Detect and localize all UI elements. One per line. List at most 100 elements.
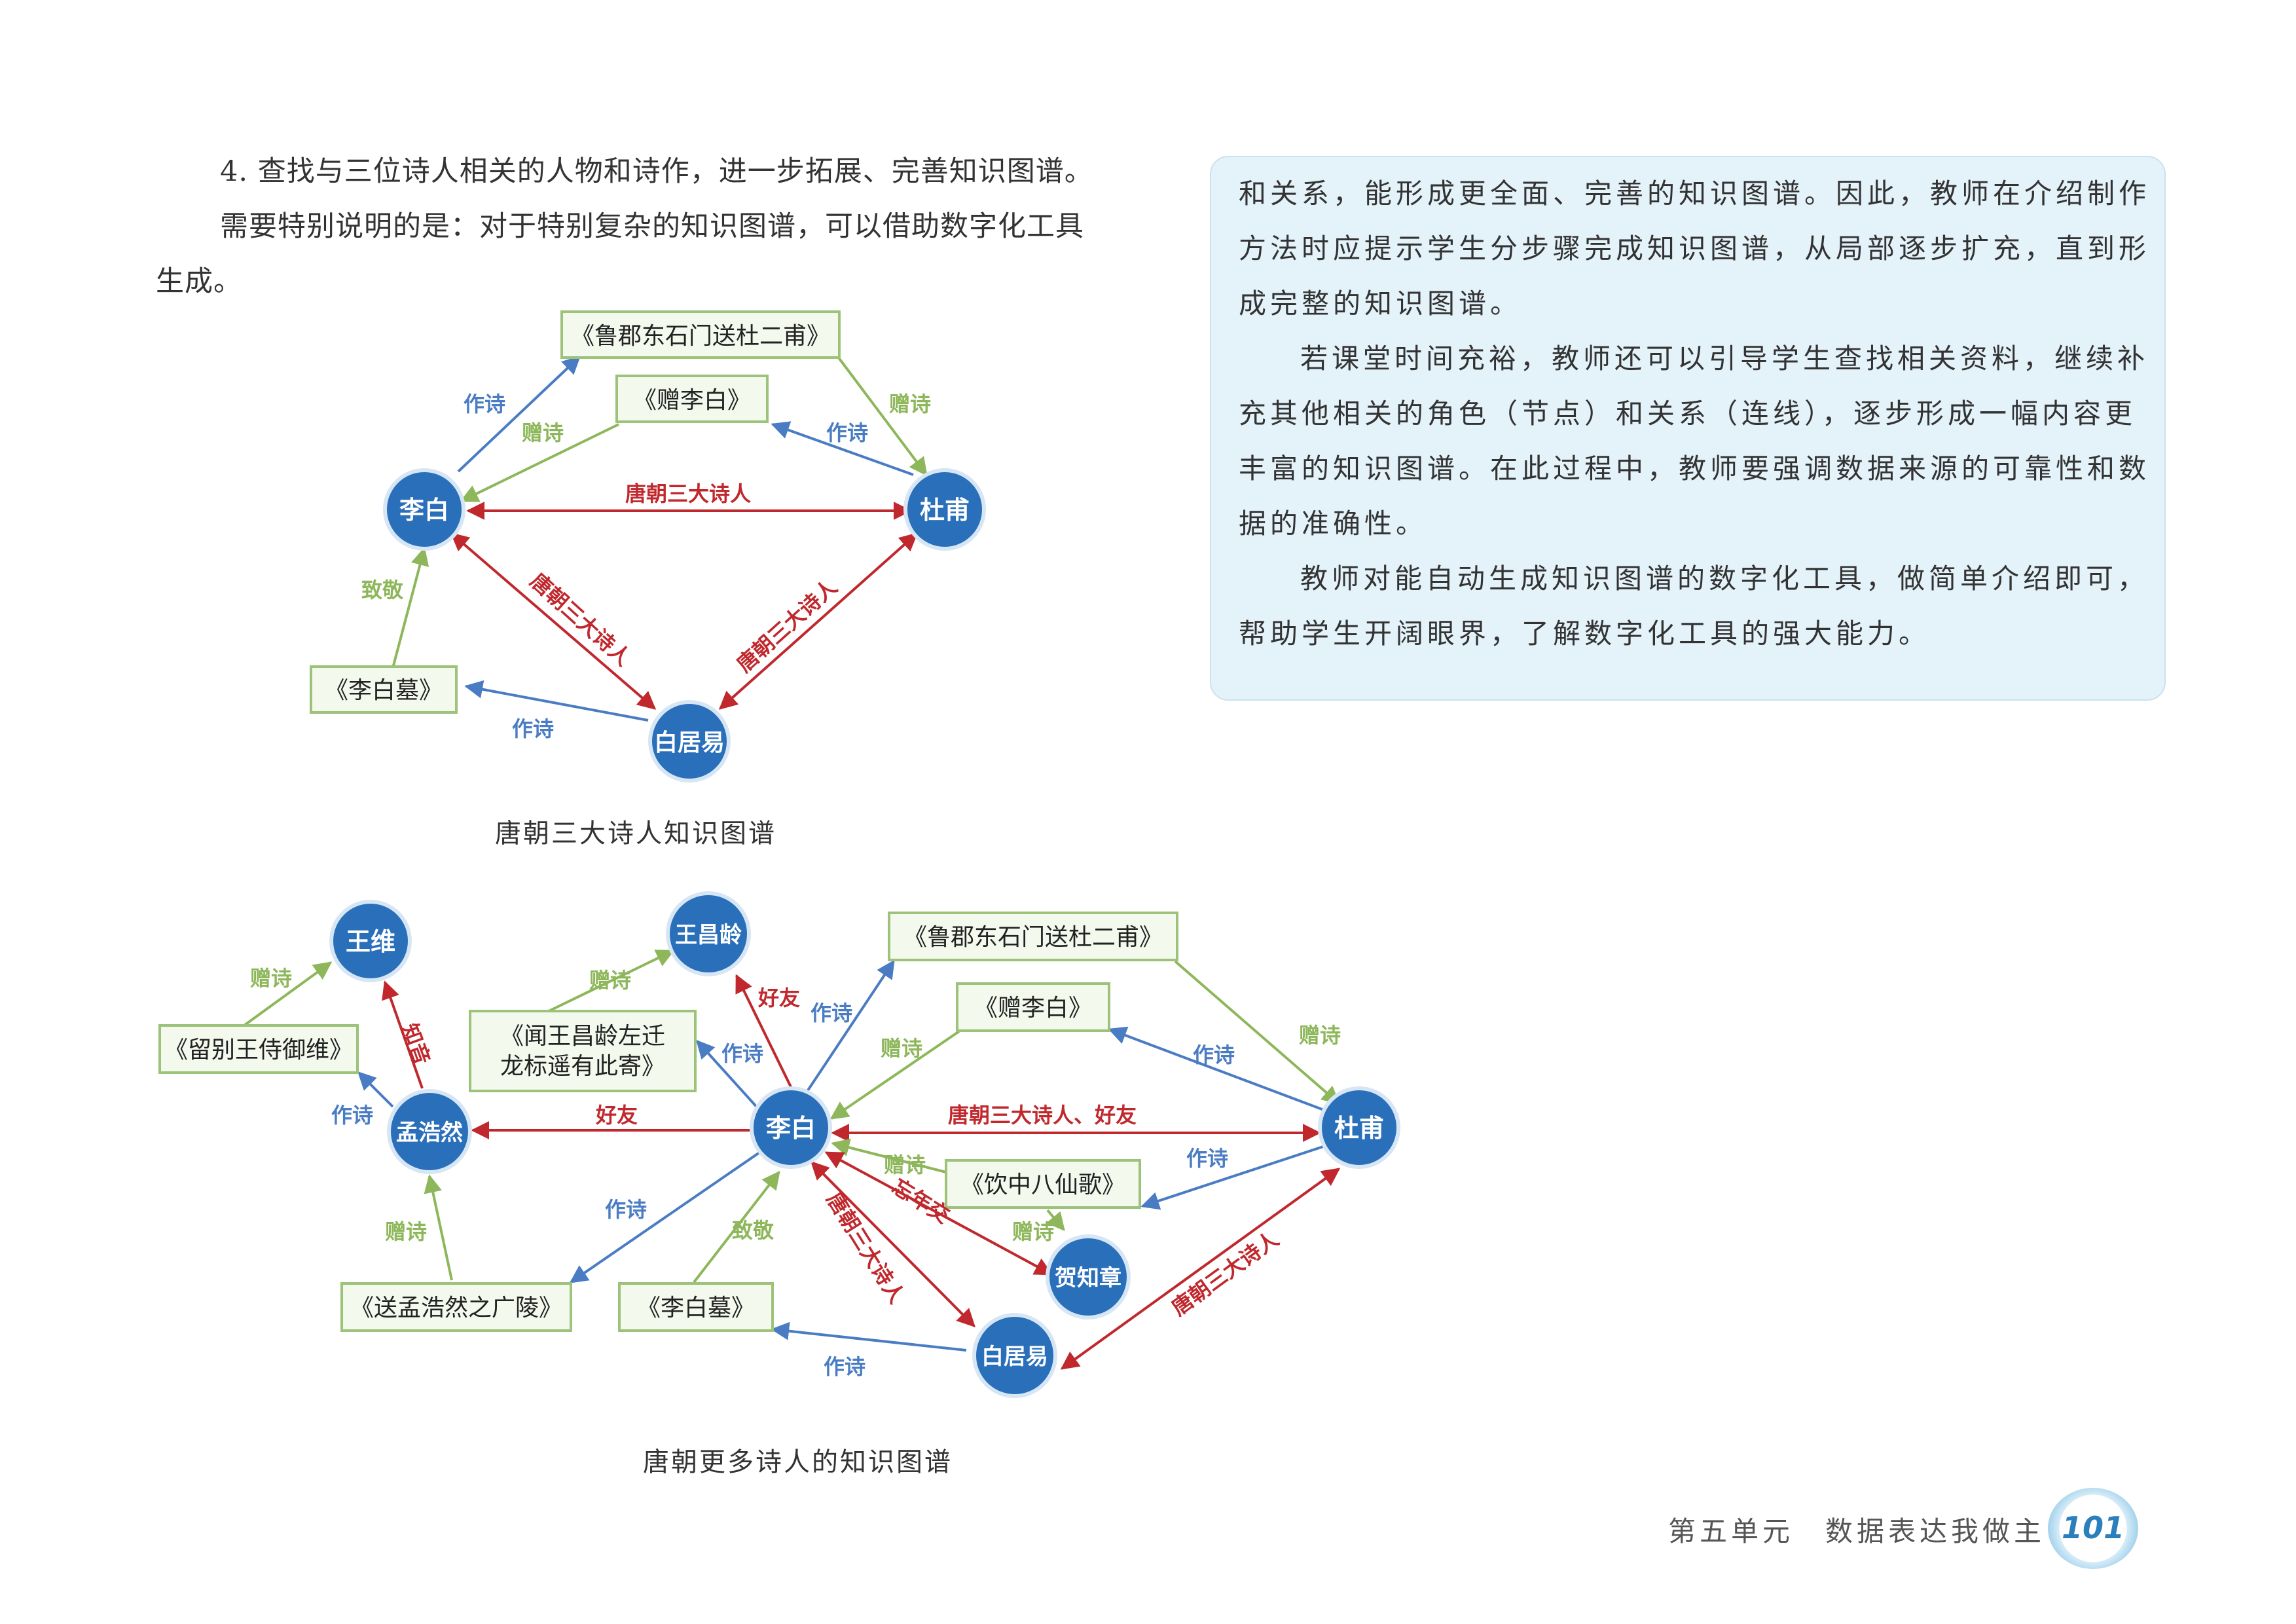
edge [735, 974, 795, 1093]
page-number-badge [2048, 1488, 2138, 1569]
poem-box [888, 912, 1178, 961]
poem-box [340, 1282, 572, 1332]
poet-node [1046, 1234, 1131, 1320]
poem-label: 《饮中八仙歌》 [960, 1172, 1125, 1198]
poem-box [618, 1282, 774, 1332]
edge [1174, 960, 1341, 1105]
edge [450, 532, 657, 710]
poet-label: 贺知章 [1055, 1265, 1121, 1291]
edge [771, 1321, 967, 1352]
edge [543, 950, 675, 1015]
poet-node [383, 468, 465, 551]
poem-label: 《留别王侍御维》 [164, 1037, 353, 1063]
edge-label: 唐朝三大诗人 [1167, 1227, 1283, 1321]
edge [718, 532, 919, 710]
edge [696, 1039, 761, 1111]
edge [693, 1170, 780, 1283]
edge [460, 423, 619, 502]
teacher-note-box: 和关系，能形成更全面、完善的知识图谱。因此，教师在介绍制作 方法时应提示学生分步… [1210, 156, 2166, 701]
poem-box [615, 375, 769, 423]
edge [382, 980, 424, 1089]
edge [569, 1151, 761, 1283]
poet-node [750, 1086, 832, 1169]
edge-label: 作诗 [826, 420, 868, 445]
edge-label: 赠诗 [589, 968, 631, 993]
edge [829, 1030, 960, 1120]
edge-label: 作诗 [464, 392, 505, 416]
poem-box [158, 1024, 359, 1074]
edge [771, 421, 914, 476]
edge [837, 356, 928, 477]
poem-box [469, 1010, 697, 1092]
page-number: 101 [2061, 1510, 2125, 1545]
edge-label: 赠诗 [889, 392, 931, 416]
edge-label: 作诗 [605, 1197, 647, 1222]
poem-box [956, 982, 1110, 1032]
paragraph-note-line1: 需要特别说明的是：对于特别复杂的知识图谱，可以借助数字化工具 [220, 210, 1084, 243]
graph2-caption: 唐朝更多诗人的知识图谱 [643, 1447, 953, 1477]
graph1-caption: 唐朝三大诗人知识图谱 [495, 819, 776, 849]
edge-label: 作诗 [1193, 1043, 1235, 1067]
note-line: 若课堂时间充裕，教师还可以引导学生查找相关资料，继续补 [1300, 342, 2149, 375]
note-line: 丰富的知识图谱。在此过程中，教师要强调数据来源的可靠性和数 [1239, 452, 2151, 485]
edge-label: 作诗 [811, 1001, 852, 1025]
paragraph-step4: 4. 查找与三位诗人相关的人物和诗作，进一步拓展、完善知识图谱。 [220, 155, 1093, 188]
poem-label: 《赠李白》 [974, 995, 1092, 1022]
poem-box [310, 665, 458, 714]
poem-box [560, 310, 841, 359]
poet-node [972, 1313, 1057, 1398]
edge-label: 赠诗 [1012, 1219, 1054, 1244]
note-line: 和关系，能形成更全面、完善的知识图谱。因此，教师在介绍制作 [1239, 177, 2151, 210]
poet-node [329, 900, 412, 982]
poem-label: 《赠李白》 [633, 387, 751, 414]
edge-label: 赠诗 [250, 966, 292, 991]
poet-node [1318, 1086, 1400, 1169]
edge [357, 1071, 394, 1108]
poet-label: 王昌龄 [675, 922, 742, 948]
edge [1060, 1168, 1341, 1370]
edge-label: 作诗 [512, 716, 554, 741]
edge-label: 作诗 [824, 1354, 866, 1379]
edge-label: 赠诗 [1299, 1023, 1341, 1048]
edge [805, 959, 895, 1094]
poet-label: 李白 [399, 496, 449, 525]
poet-label: 孟浩然 [396, 1120, 463, 1146]
edge-label: 唐朝三大诗人 [625, 481, 751, 506]
edge-label: 知音 [397, 1020, 435, 1068]
note-line: 据的准确性。 [1239, 507, 1428, 540]
edge-label: 忘年交 [888, 1174, 955, 1228]
poem-label: 《鲁郡东石门送杜二甫》 [903, 924, 1163, 951]
paragraph-note-line2: 生成。 [156, 265, 242, 298]
edge-label: 赠诗 [522, 420, 564, 445]
edge [457, 356, 581, 473]
poet-label: 李白 [766, 1114, 816, 1143]
poem-label: 《送孟浩然之广陵》 [350, 1295, 562, 1321]
edge-label: 好友 [595, 1103, 638, 1128]
poet-label: 白居易 [981, 1344, 1048, 1370]
edge-label: 致敬 [361, 578, 404, 602]
poet-label: 白居易 [654, 729, 725, 756]
poem-box [945, 1159, 1141, 1209]
unit-title: 第五单元 数据表达我做主 [1668, 1515, 2046, 1547]
note-line: 充其他相关的角色（节点）和关系（连线），逐步形成一幅内容更 [1239, 397, 2137, 430]
edge-label: 作诗 [721, 1041, 763, 1066]
edge-label: 作诗 [331, 1103, 373, 1128]
edge-label: 致敬 [732, 1218, 774, 1243]
edge-label: 作诗 [1186, 1146, 1228, 1171]
poem-label: 龙标遥有此寄》 [500, 1053, 665, 1080]
poet-node [903, 468, 986, 551]
poet-label: 王维 [346, 927, 395, 956]
edge [424, 1174, 453, 1281]
poet-node [387, 1089, 472, 1174]
note-line: 教师对能自动生成知识图谱的数字化工具，做简单介绍即可， [1300, 563, 2149, 595]
poem-label: 《鲁郡东石门送杜二甫》 [571, 323, 830, 350]
edge-label: 好友 [757, 986, 800, 1010]
poet-label: 杜甫 [1334, 1114, 1384, 1143]
edge [241, 961, 333, 1028]
edge [811, 1161, 975, 1327]
edge-label: 赠诗 [884, 1153, 926, 1177]
poet-label: 杜甫 [920, 496, 970, 525]
poet-node [666, 891, 751, 976]
